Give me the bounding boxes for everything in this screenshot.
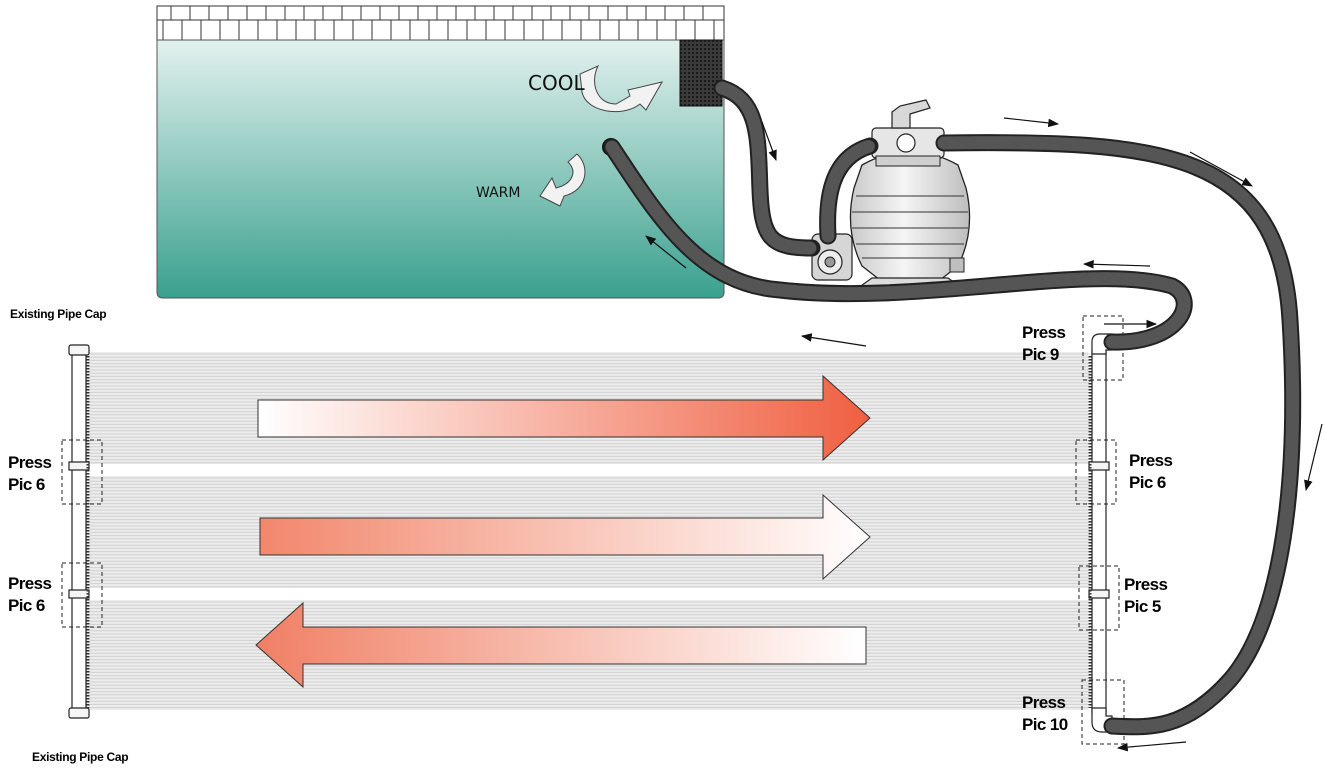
callout-left-2: Press Pic 6	[8, 573, 52, 617]
pipe-cap-bottom-icon	[68, 707, 90, 719]
pool-coping	[156, 5, 725, 41]
left-header-pipe	[68, 344, 90, 719]
pipe-cap-top-icon	[68, 344, 90, 356]
coupler-icon	[1088, 589, 1110, 599]
callout-pic-text: Pic 5	[1124, 597, 1161, 616]
callout-right-top: Press Pic 9	[1022, 322, 1066, 366]
flow-arrow-right-2-icon	[259, 493, 871, 581]
callout-press-text: Press	[1022, 323, 1066, 342]
callout-pic-text: Pic 6	[8, 596, 45, 615]
pipe-cap-top-label: Existing Pipe Cap	[10, 307, 107, 321]
direction-arrows	[645, 117, 1323, 752]
coupler-icon	[68, 461, 90, 471]
right-header-pipe	[1088, 333, 1113, 733]
callout-press-text: Press	[8, 453, 52, 472]
callout-right-2: Press Pic 5	[1124, 574, 1168, 618]
flow-arrow-right-1-icon	[257, 374, 871, 462]
callout-pic-text: Pic 6	[8, 475, 45, 494]
callout-right-1: Press Pic 6	[1129, 450, 1173, 494]
callout-press-text: Press	[1022, 693, 1066, 712]
cool-label: COOL	[528, 71, 585, 95]
coupler-icon	[1088, 461, 1110, 471]
pool	[156, 5, 725, 299]
tank-ribs	[852, 195, 968, 259]
callout-left-1: Press Pic 6	[8, 452, 52, 496]
callout-pic-text: Pic 6	[1129, 473, 1166, 492]
callout-right-bottom: Press Pic 10	[1022, 692, 1068, 736]
pipe-cap-bottom-label: Existing Pipe Cap	[32, 750, 129, 764]
pool-water	[156, 39, 725, 299]
flow-arrow-left-icon	[255, 601, 867, 689]
pool-tiles	[162, 6, 715, 40]
valve-handle-icon	[891, 99, 931, 129]
skimmer-icon	[679, 39, 723, 107]
sand-filter-pump-icon	[811, 99, 971, 289]
coupler-icon	[68, 589, 90, 599]
callout-press-text: Press	[8, 574, 52, 593]
callout-press-text: Press	[1129, 451, 1173, 470]
callout-pic-text: Pic 10	[1022, 715, 1068, 734]
warm-water-arrow-icon	[539, 153, 586, 207]
warm-label: WARM	[476, 185, 521, 201]
callout-pic-text: Pic 9	[1022, 345, 1059, 364]
cool-water-arrow-icon	[579, 64, 664, 113]
callout-press-text: Press	[1124, 575, 1168, 594]
hose-network	[603, 79, 1302, 736]
